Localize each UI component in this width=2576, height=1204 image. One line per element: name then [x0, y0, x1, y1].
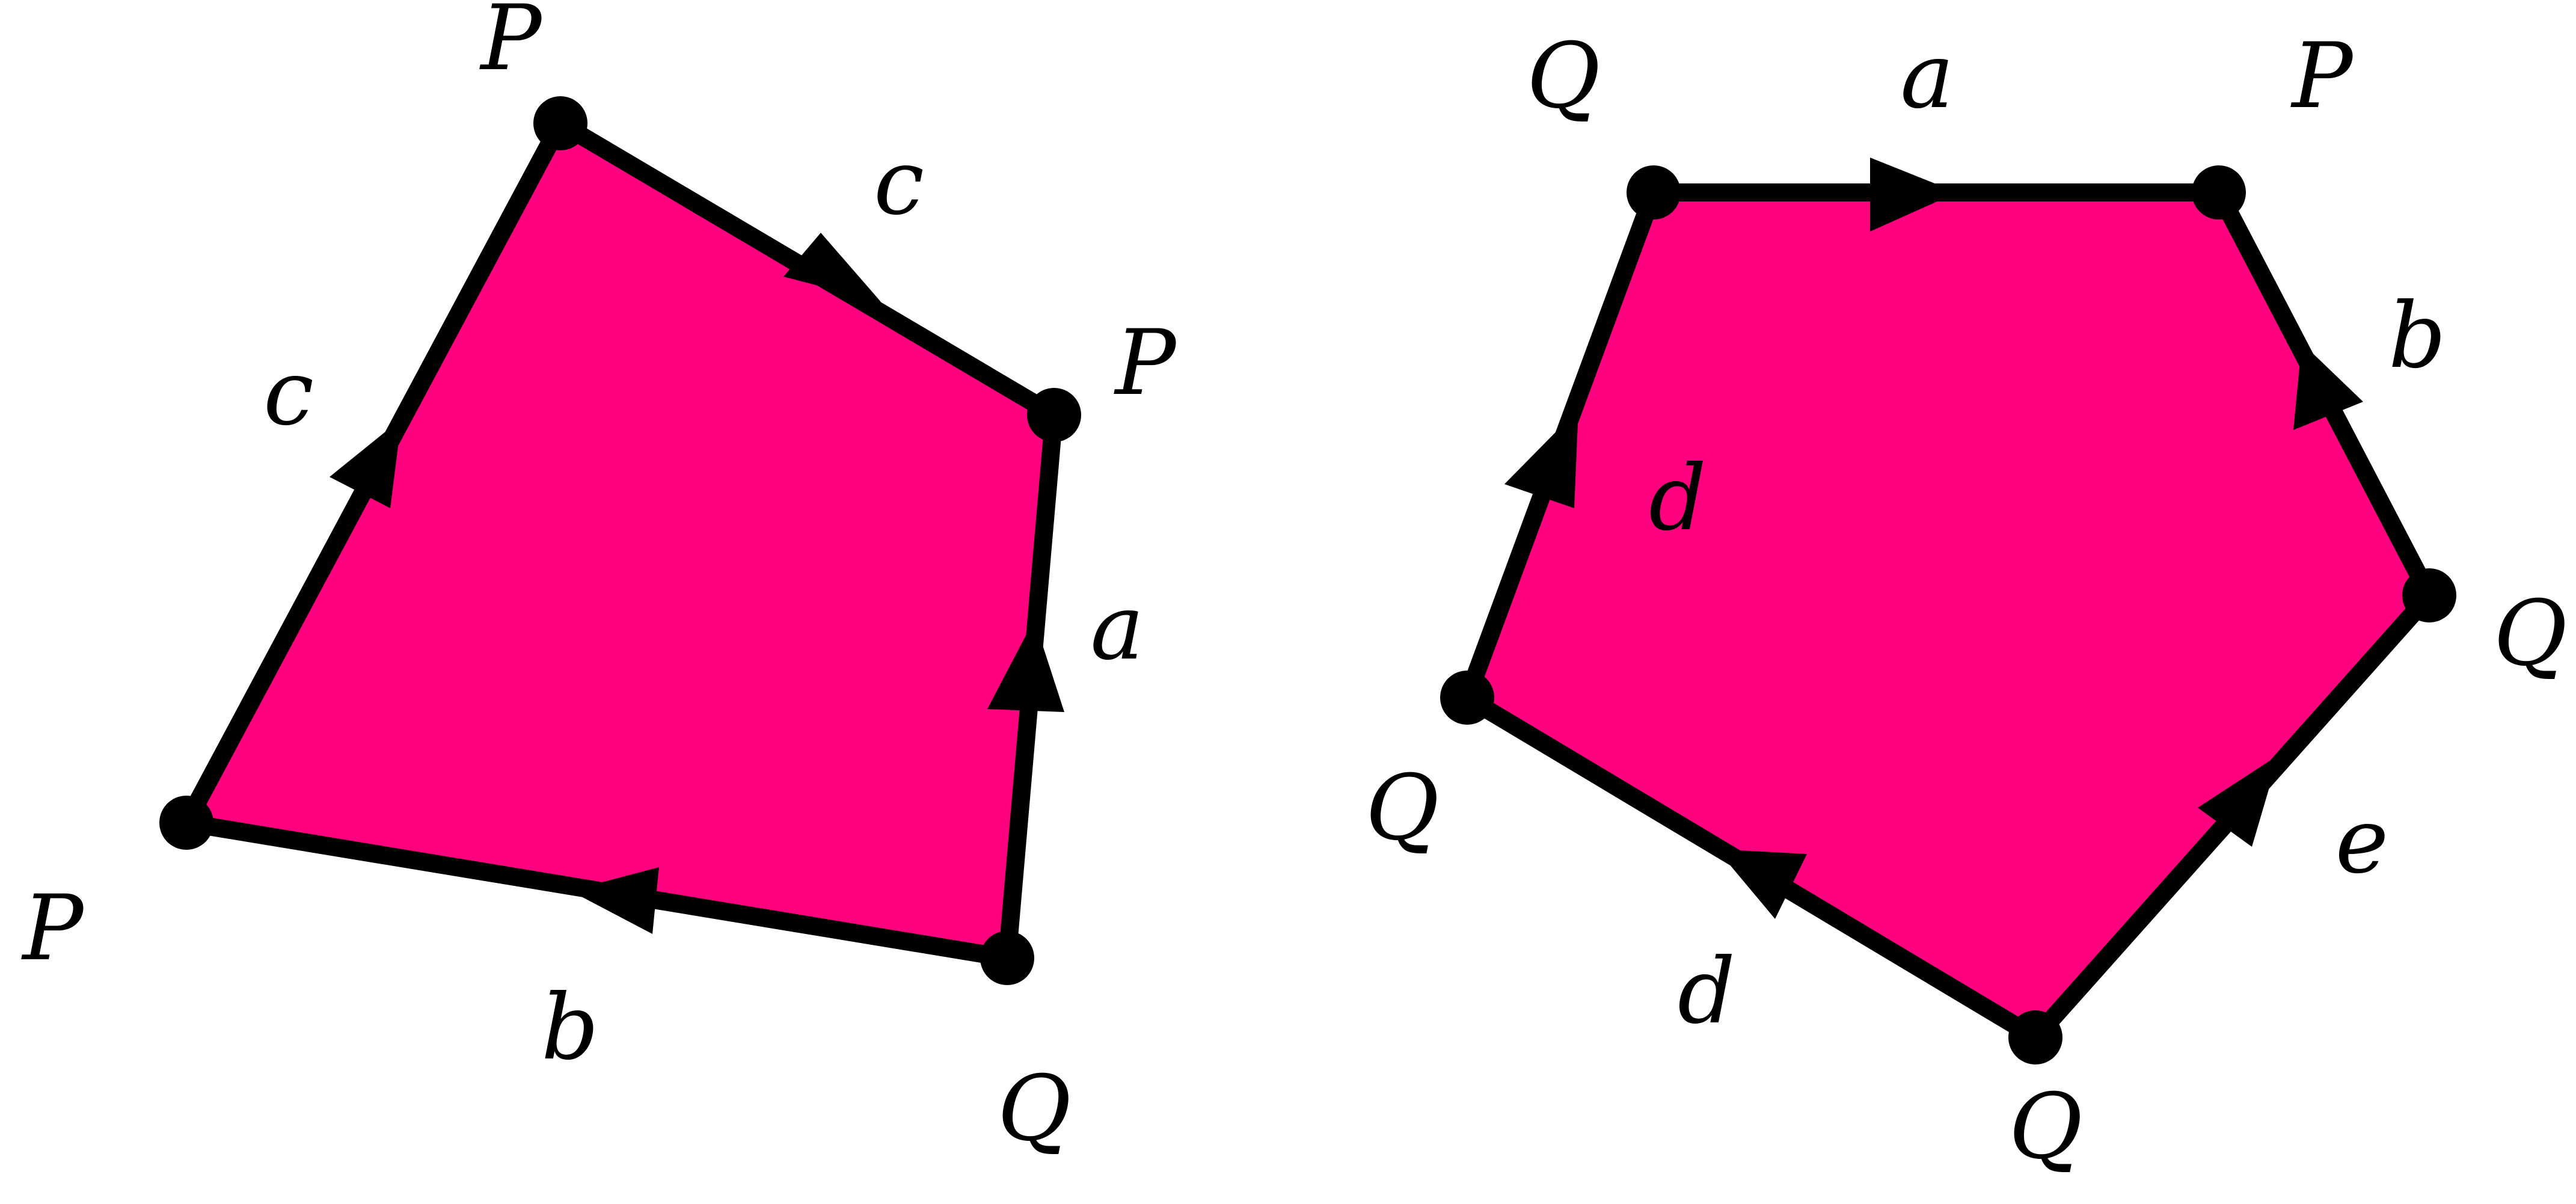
- right-vertex-label-left: Q: [1366, 756, 1440, 861]
- left-edge-b-arrow: [570, 867, 659, 934]
- right-edge-label-d-bottom: d: [1678, 939, 1735, 1044]
- right-vertex-label-top-left: Q: [1527, 24, 1601, 129]
- right-polygon: Q P Q Q Q a b e d d: [1366, 24, 2568, 1179]
- left-edge-c-top-arrow: [784, 233, 881, 302]
- right-edge-label-a: a: [1900, 24, 1954, 129]
- right-vertex-right-dot: [2402, 568, 2456, 622]
- left-edge-label-c-left: c: [263, 341, 314, 446]
- left-edge-label-c-top: c: [874, 131, 924, 235]
- right-edge-a-arrow: [1870, 158, 1957, 232]
- right-edge-d-left-arrow: [1504, 409, 1578, 508]
- right-edge-label-e: e: [2335, 789, 2389, 894]
- right-edge-d-bottom-arrow: [1717, 849, 1807, 919]
- right-vertex-label-right: Q: [2494, 582, 2568, 686]
- right-edge-b-arrow: [2293, 343, 2363, 430]
- left-polygon: P P P Q c c a b: [21, 0, 1178, 1161]
- right-vertex-bottom-dot: [2008, 1010, 2062, 1064]
- left-vertex-right-dot: [1027, 388, 1081, 442]
- right-vertex-top-left-dot: [1627, 165, 1681, 220]
- left-vertex-label-bottom-right: Q: [998, 1057, 1072, 1161]
- left-edge-label-a: a: [1090, 576, 1144, 680]
- left-vertex-label-top: P: [479, 0, 544, 91]
- right-edge-e-arrow: [2198, 755, 2279, 847]
- left-vertex-bottom-right-dot: [980, 931, 1034, 985]
- left-edge-a-arrow: [987, 619, 1064, 712]
- left-vertex-top-dot: [533, 96, 587, 150]
- left-edge-label-b: b: [541, 975, 599, 1080]
- left-polygon-face: [177, 114, 1063, 967]
- left-vertex-label-bottom-left: P: [21, 876, 85, 981]
- left-vertex-label-right: P: [1114, 311, 1178, 416]
- left-edge-c-left-arrow: [330, 419, 402, 508]
- right-edge-label-b: b: [2388, 284, 2446, 389]
- right-polygon-face: [1458, 183, 2438, 1046]
- right-vertex-label-bottom: Q: [2009, 1075, 2083, 1179]
- right-edge-label-d-inside: d: [1649, 446, 1707, 551]
- left-vertex-bottom-left-dot: [159, 796, 213, 850]
- right-vertex-label-top-right: P: [2290, 24, 2355, 129]
- right-vertex-left-dot: [1440, 671, 1494, 725]
- right-vertex-top-right-dot: [2192, 165, 2246, 220]
